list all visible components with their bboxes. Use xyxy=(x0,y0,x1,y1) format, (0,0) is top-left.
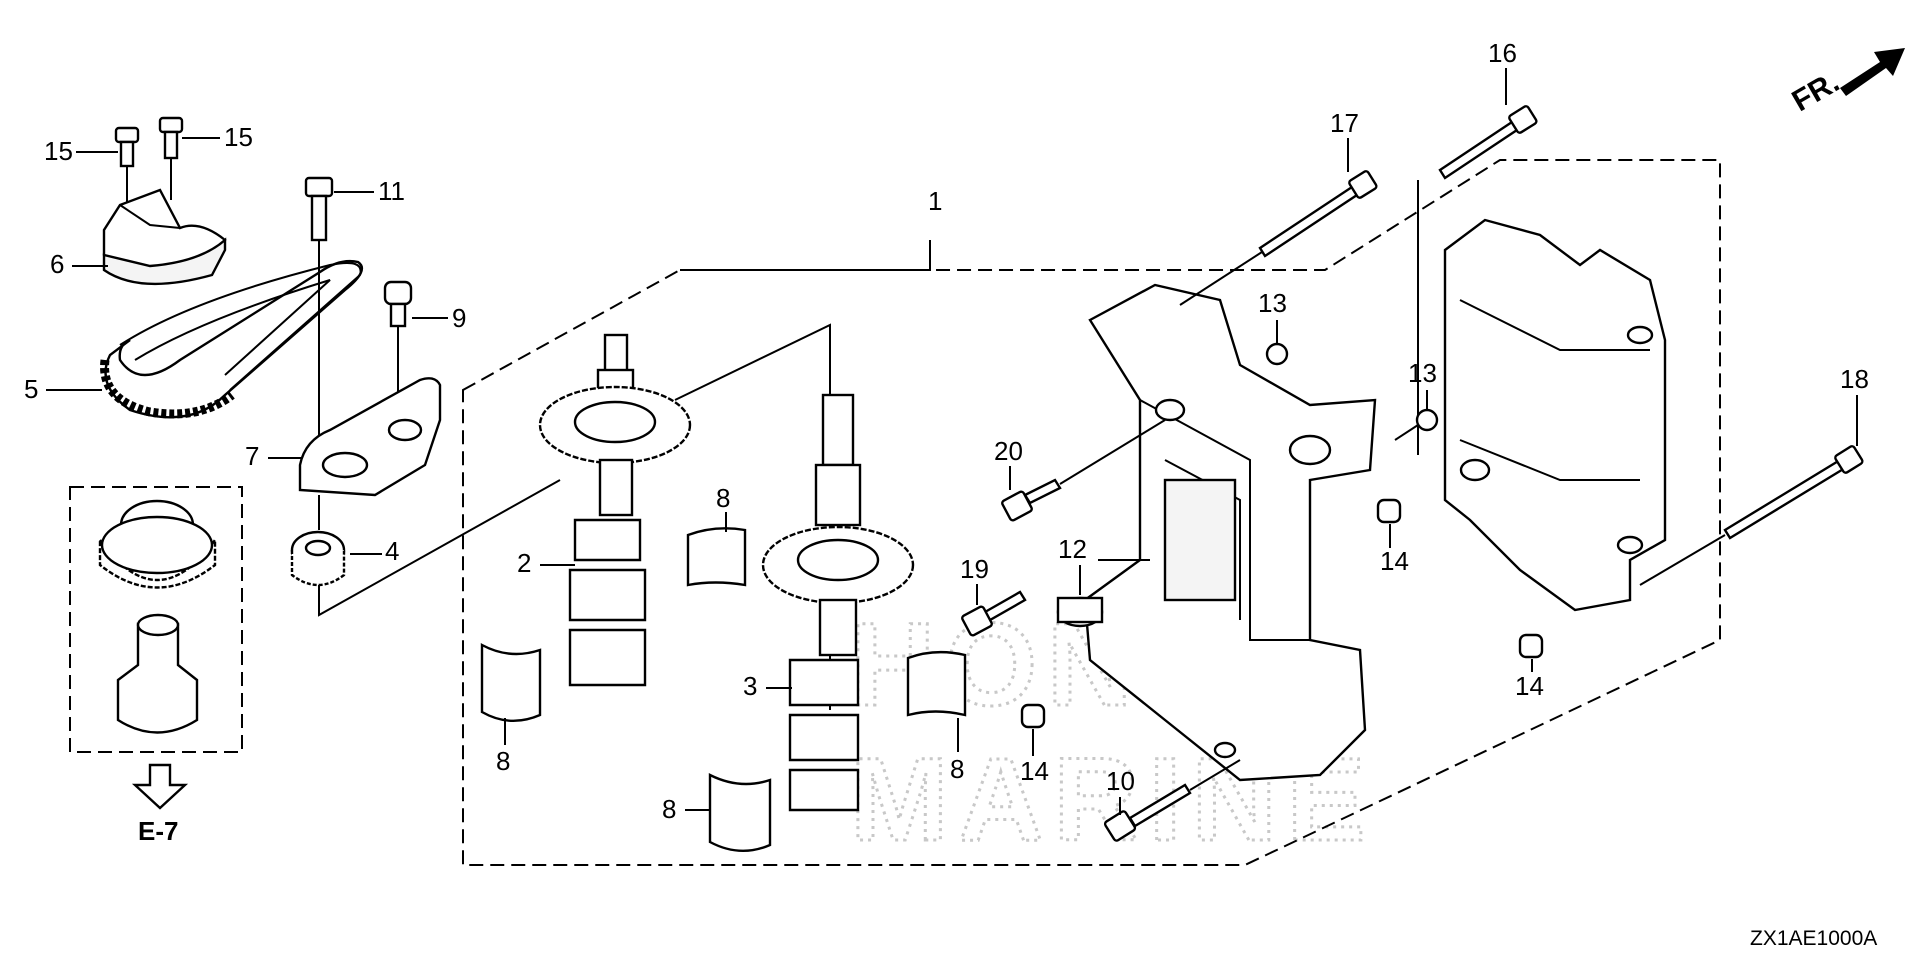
callout-10: 10 xyxy=(1106,766,1135,796)
diagram-code: ZX1AE1000A xyxy=(1750,927,1877,950)
cam-bearing-8-d xyxy=(708,773,772,853)
reference-label: E-7 xyxy=(138,816,178,846)
callout-13-b: 13 xyxy=(1408,358,1437,388)
bolt-17 xyxy=(1179,170,1378,306)
oil-pump-gear xyxy=(98,499,217,589)
bolt-11 xyxy=(304,176,334,470)
seal-12 xyxy=(1056,559,1150,628)
oil-pump-shaft xyxy=(116,613,199,734)
callout-2: 2 xyxy=(517,548,531,578)
pin-14-c xyxy=(1020,703,1046,729)
reference-e7-box xyxy=(69,486,243,753)
assembly-1-leader xyxy=(680,240,931,271)
cam-holder-cover xyxy=(1443,218,1667,612)
cam-bearing-8-a xyxy=(686,527,747,587)
bolt-16 xyxy=(1438,105,1538,180)
timing-chain-5 xyxy=(100,259,363,419)
callout-5: 5 xyxy=(24,374,38,404)
dowel-13-a xyxy=(1265,342,1289,366)
callout-8-d: 8 xyxy=(662,794,676,824)
chain-tensioner-6 xyxy=(102,188,227,286)
callout-14-b: 14 xyxy=(1515,671,1544,701)
bolt-20 xyxy=(1001,419,1166,522)
callout-20: 20 xyxy=(994,436,1023,466)
callout-1: 1 xyxy=(928,186,942,216)
callout-4: 4 xyxy=(385,536,399,566)
reference-arrow-icon xyxy=(131,763,189,810)
callout-16: 16 xyxy=(1488,38,1517,68)
front-direction-indicator: FR. xyxy=(1787,48,1905,118)
callouts: 1 2 3 4 5 6 7 8 8 8 8 9 10 11 12 13 13 xyxy=(24,38,1869,824)
callout-17: 17 xyxy=(1330,108,1359,138)
cam-holder-center xyxy=(1083,283,1377,782)
callout-12: 12 xyxy=(1058,534,1087,564)
callout-7: 7 xyxy=(245,441,259,471)
callout-11: 11 xyxy=(378,176,405,206)
callout-8-c: 8 xyxy=(950,754,964,784)
cam-bearing-8-c xyxy=(906,650,967,717)
pin-14-a xyxy=(1376,498,1402,524)
pin-14-b xyxy=(1518,633,1544,659)
cam-bearing-8-b xyxy=(480,642,542,722)
bolt-15-left xyxy=(114,126,140,205)
callout-6: 6 xyxy=(50,249,64,279)
callout-15-left: 15 xyxy=(44,136,73,166)
callout-19: 19 xyxy=(960,554,989,584)
front-arrow-icon xyxy=(1840,48,1905,96)
bolt-19 xyxy=(961,590,1027,637)
callout-15-right: 15 xyxy=(224,122,253,152)
bolt-10 xyxy=(1103,759,1241,842)
camshaft-3 xyxy=(761,393,915,812)
callout-14-c: 14 xyxy=(1020,756,1049,786)
callout-14-a: 14 xyxy=(1380,546,1409,576)
bolt-15-right xyxy=(158,116,184,200)
callout-9: 9 xyxy=(452,303,466,333)
front-label: FR. xyxy=(1787,65,1845,118)
callout-3: 3 xyxy=(743,671,757,701)
dowel-13-b xyxy=(1394,408,1439,441)
chain-guide-7 xyxy=(298,377,442,497)
callout-18: 18 xyxy=(1840,364,1869,394)
callout-8-b: 8 xyxy=(496,746,510,776)
callout-13-a: 13 xyxy=(1258,288,1287,318)
bolt-9 xyxy=(383,280,413,395)
camshaft-2 xyxy=(538,323,831,710)
bolt-18 xyxy=(1639,445,1864,586)
callout-8-a: 8 xyxy=(716,483,730,513)
drive-sprocket-4 xyxy=(290,479,561,617)
